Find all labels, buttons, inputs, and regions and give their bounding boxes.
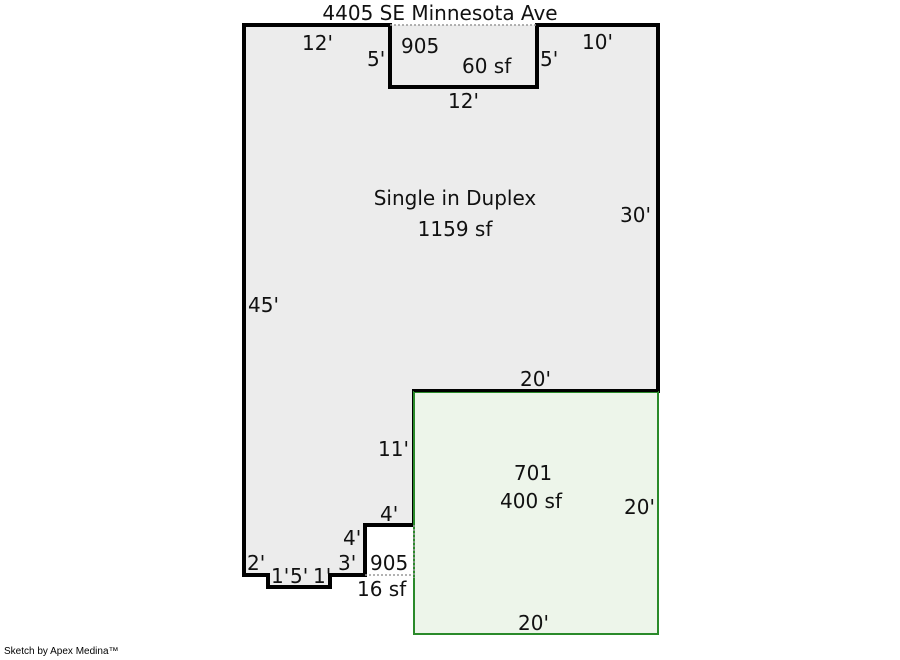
garage-size: 400 sf [500,489,563,513]
dim-bottom-1a: 1' [271,564,289,588]
main-area-name: Single in Duplex [374,186,537,210]
sketch-credit: Sketch by Apex Medina™ [4,646,119,657]
dim-inner-left: 11' [378,437,409,461]
main-area-size: 1159 sf [418,217,494,241]
garage-code: 701 [514,461,552,485]
dim-garage-right: 20' [624,495,655,519]
dim-top-right: 10' [582,30,613,54]
dim-right-main: 30' [620,203,651,227]
dim-bottom-3: 3' [338,551,356,575]
dim-left-main: 45' [248,293,279,317]
dim-bottom-1b: 1' [313,564,331,588]
dim-top-cut-bottom: 12' [448,89,479,113]
dim-top-cut-right: 5' [540,47,558,71]
dim-main-bottom: 20' [520,367,551,391]
dim-bottom-2: 2' [247,551,265,575]
bottom-cutout-size: 16 sf [357,577,407,601]
dim-step-side: 4' [343,526,361,550]
bottom-cutout-code: 905 [370,551,408,575]
garage-area-outline [413,391,659,635]
address-title: 4405 SE Minnesota Ave [322,1,557,25]
dim-step-top: 4' [380,502,398,526]
top-cutout-size: 60 sf [462,54,512,78]
dim-garage-bottom: 20' [518,611,549,635]
dim-bottom-5: 5' [290,564,308,588]
top-cutout-code: 905 [401,34,439,58]
top-cutout-area [392,25,535,85]
dim-top-left: 12' [302,31,333,55]
dim-top-cut-left: 5' [367,47,385,71]
